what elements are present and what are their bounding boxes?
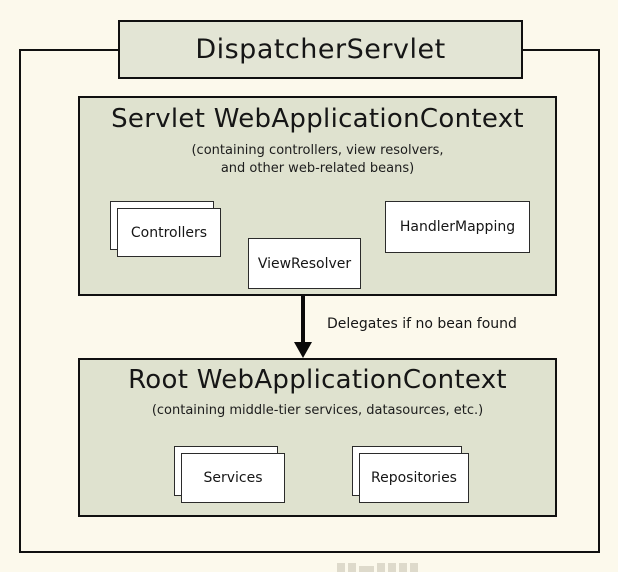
handler-mapping-bean-box: HandlerMapping <box>385 201 530 253</box>
root-webapplicationcontext-box: Root WebApplicationContext (containing m… <box>78 358 557 517</box>
dispatcher-servlet-label: DispatcherServlet <box>195 34 446 65</box>
delegation-arrow-label: Delegates if no bean found <box>327 316 517 332</box>
controllers-bean-box: Controllers <box>117 208 221 257</box>
services-bean-stack: Services <box>174 446 285 503</box>
servlet-webapplicationcontext-box: Servlet WebApplicationContext (containin… <box>78 96 557 296</box>
servlet-context-caption-line1: (containing controllers, view resolvers, <box>191 143 444 158</box>
root-context-caption-line1: (containing middle-tier services, dataso… <box>151 403 484 418</box>
delegation-arrow-shaft <box>301 296 305 344</box>
view-resolver-bean: ViewResolver <box>248 238 361 289</box>
watermark <box>337 563 437 572</box>
root-context-caption: (containing middle-tier services, dataso… <box>80 402 555 420</box>
delegation-arrow-head-icon <box>294 342 312 358</box>
dispatcher-servlet-box: DispatcherServlet <box>118 20 523 79</box>
servlet-context-title: Servlet WebApplicationContext <box>111 104 524 134</box>
servlet-context-caption: (containing controllers, view resolvers,… <box>80 142 555 178</box>
controllers-bean-stack: Controllers <box>110 201 221 257</box>
root-context-title: Root WebApplicationContext <box>128 365 507 395</box>
repositories-bean-box: Repositories <box>359 453 469 503</box>
services-bean-box: Services <box>181 453 285 503</box>
handler-mapping-bean: HandlerMapping <box>385 201 530 253</box>
servlet-context-caption-line2: and other web-related beans) <box>220 161 415 176</box>
repositories-bean-stack: Repositories <box>352 446 469 503</box>
view-resolver-bean-box: ViewResolver <box>248 238 361 289</box>
